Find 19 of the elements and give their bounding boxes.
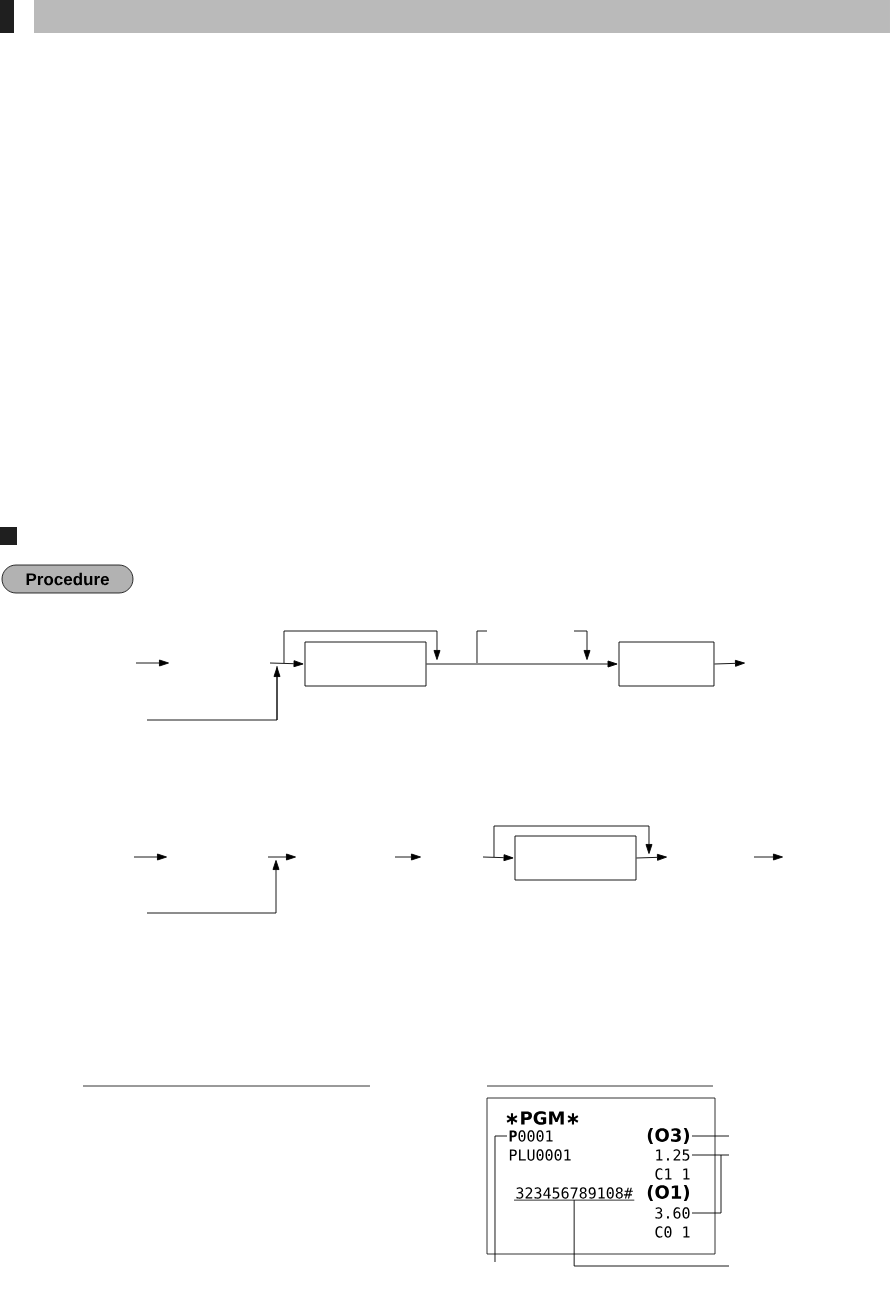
process-box (304, 641, 427, 687)
arrow (269, 660, 304, 668)
receipt-text: (O3) (647, 1128, 689, 1144)
arrow (482, 854, 514, 862)
procedure-label: Procedure (1, 564, 134, 594)
arrow (426, 660, 618, 668)
receipt-text: 1.25 (656, 1149, 690, 1161)
receipt-text: P0001 (509, 1130, 553, 1142)
leader-line (691, 1135, 730, 1137)
leader-line (573, 1199, 730, 1267)
leader-line (691, 1154, 722, 1214)
receipt-text: 323456789108# (513, 1187, 635, 1201)
receipt-text: 3.60 (655, 1207, 690, 1219)
leader-line (494, 1135, 508, 1263)
process-box (618, 641, 715, 687)
arrow (636, 853, 667, 861)
leader-line (691, 1154, 730, 1156)
arrow (714, 659, 745, 667)
process-box (514, 835, 637, 881)
